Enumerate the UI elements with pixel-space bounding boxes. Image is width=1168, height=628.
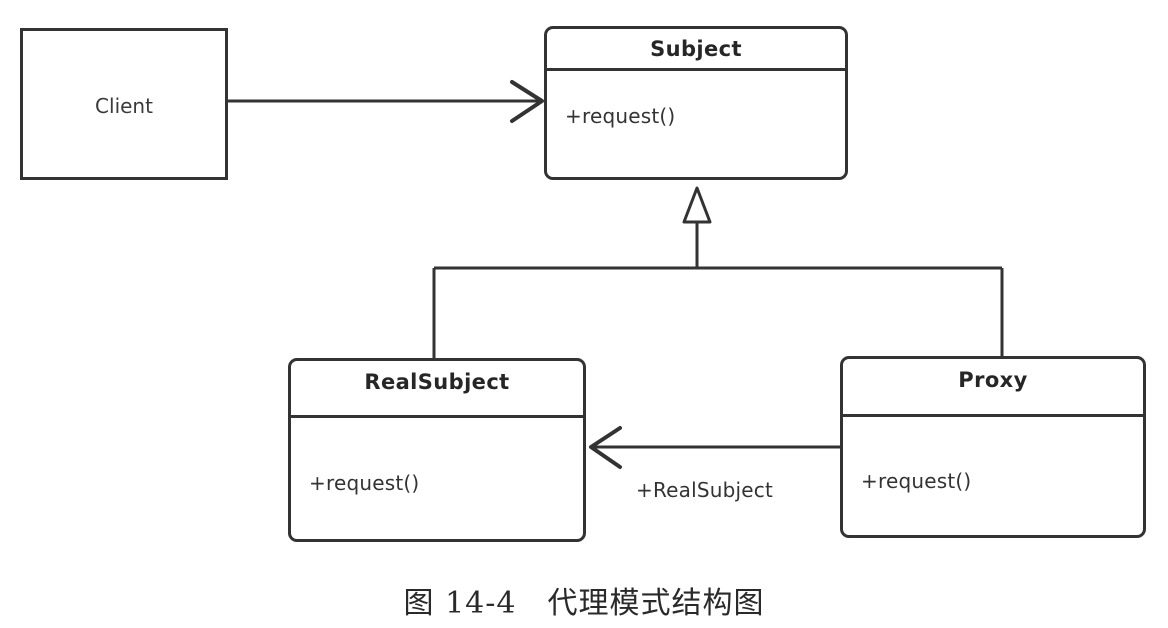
class-box-proxy[interactable]: Proxy +request() [840,356,1146,538]
class-name-proxy: Proxy [958,368,1028,392]
class-name-client: Client [95,94,153,118]
class-box-realsubject[interactable]: RealSubject +request() [288,358,586,542]
compartment-divider-realsubject [291,415,583,418]
compartment-divider-subject [547,68,845,71]
edge-label-realsubject-reference: +RealSubject [636,478,774,502]
class-member-subject-request: +request() [565,104,676,128]
compartment-divider-proxy [843,414,1143,417]
edge-proxy-to-realsubject [589,426,840,469]
class-box-subject[interactable]: Subject +request() [544,26,848,180]
edge-client-to-subject [228,80,544,123]
class-name-subject: Subject [650,37,742,61]
class-member-proxy-request: +request() [861,469,972,493]
class-name-realsubject: RealSubject [364,370,510,394]
edge-generalization-tree [432,186,1004,358]
class-box-client[interactable]: Client [20,28,228,180]
figure-caption: 图 14-4 代理模式结构图 [403,586,765,621]
class-member-realsubject-request: +request() [309,471,420,495]
